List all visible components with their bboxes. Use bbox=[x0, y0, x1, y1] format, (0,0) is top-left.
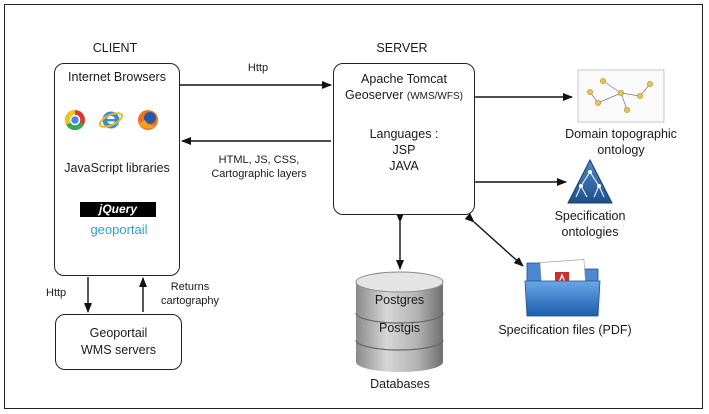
server-box bbox=[333, 63, 475, 215]
jquery-logo: jQuery bbox=[80, 202, 156, 217]
edge-html-js-css: HTML, JS, CSS, Cartographic layers bbox=[211, 154, 307, 180]
chrome-icon bbox=[64, 109, 85, 131]
spec-files-label: Specification files (PDF) bbox=[498, 323, 632, 337]
edge-http-client-server: Http bbox=[247, 62, 269, 74]
db-layer-postgres: Postgres bbox=[374, 293, 425, 307]
domain-ontology-label: Domain topographic ontology bbox=[565, 127, 677, 157]
geoportail-logo: geoportail bbox=[90, 222, 148, 237]
db-layer-postgis: Postgis bbox=[379, 321, 420, 335]
languages-label: Languages : bbox=[369, 127, 439, 141]
server-line2: Geoserver (WMS/WFS) bbox=[333, 87, 475, 105]
wms-servers-box bbox=[55, 314, 182, 370]
server-line1: Apache Tomcat bbox=[361, 72, 447, 86]
server-heading: SERVER bbox=[376, 41, 428, 55]
edge-returns-cartography: Returns cartography bbox=[160, 281, 220, 307]
edge-http-client-wms: Http bbox=[46, 287, 67, 299]
spec-ontologies-label: Specification ontologies bbox=[554, 209, 626, 239]
diagram-frame bbox=[4, 4, 703, 409]
wms-line1: Geoportail bbox=[89, 326, 148, 340]
databases-label: Databases bbox=[370, 377, 430, 391]
lang-jsp: JSP bbox=[392, 143, 416, 157]
arrow-server-spec-files bbox=[464, 213, 524, 267]
internet-explorer-icon bbox=[98, 111, 124, 129]
browsers-label: Internet Browsers bbox=[68, 70, 166, 84]
lang-java: JAVA bbox=[389, 159, 419, 173]
libraries-label: JavaScript libraries bbox=[64, 161, 170, 175]
client-box bbox=[54, 63, 180, 276]
server-line2-main: Geoserver bbox=[345, 88, 404, 102]
server-line2-sub: (WMS/WFS) bbox=[406, 91, 463, 102]
firefox-icon bbox=[138, 110, 158, 130]
wms-line2: WMS servers bbox=[81, 343, 156, 357]
client-heading: CLIENT bbox=[92, 41, 138, 55]
